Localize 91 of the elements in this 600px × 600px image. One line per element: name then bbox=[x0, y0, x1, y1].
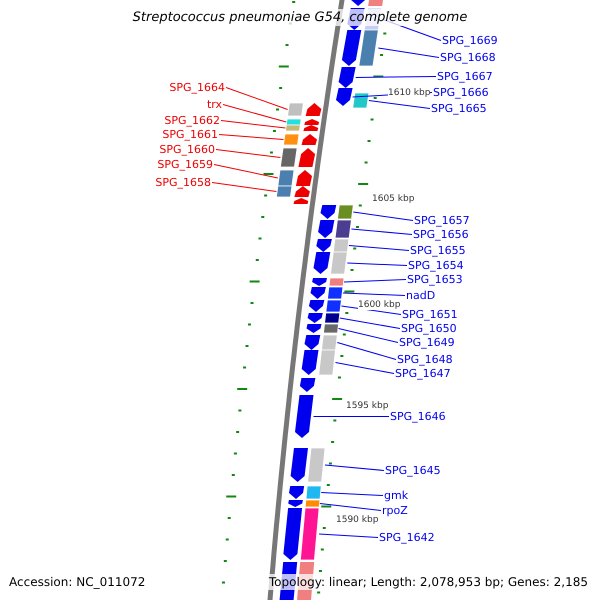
gene-feature bbox=[286, 118, 320, 126]
gene-label: SPG_1662 bbox=[164, 115, 220, 126]
gene-feature bbox=[277, 170, 312, 186]
leader-line bbox=[222, 104, 287, 122]
leader-line bbox=[378, 48, 440, 58]
gene-label: SPG_1648 bbox=[397, 354, 453, 365]
leader-line bbox=[335, 362, 394, 374]
gene-feature bbox=[336, 88, 353, 106]
gene-label: SPG_1660 bbox=[159, 144, 215, 155]
leader-line bbox=[318, 534, 378, 538]
gene-label: SPG_1668 bbox=[440, 52, 496, 63]
gene-feature bbox=[290, 448, 326, 482]
gene-feature bbox=[316, 238, 350, 252]
leader-line bbox=[339, 318, 400, 329]
gene-feature bbox=[300, 378, 316, 392]
gene-feature bbox=[294, 198, 308, 204]
gene-feature bbox=[306, 324, 339, 334]
leader-line bbox=[348, 245, 410, 251]
scale-label: 1605 kbp bbox=[372, 195, 414, 204]
scale-label: 1610 kbp bbox=[388, 89, 430, 98]
leader-line bbox=[355, 76, 436, 78]
leader-line bbox=[220, 120, 286, 128]
gene-label: SPG_1646 bbox=[390, 411, 446, 422]
gene-label: nadD bbox=[406, 290, 436, 301]
gene-feature bbox=[288, 500, 320, 508]
leader-line bbox=[342, 292, 406, 296]
leader-line bbox=[214, 164, 278, 178]
gene-feature bbox=[283, 134, 317, 146]
gene-feature bbox=[276, 186, 310, 198]
leader-line bbox=[346, 262, 408, 266]
gene-feature bbox=[304, 334, 338, 350]
gene-feature bbox=[310, 286, 344, 300]
gene-label: gmk bbox=[384, 490, 408, 501]
gene-label: SPG_1657 bbox=[414, 215, 470, 226]
gene-label: SPG_1661 bbox=[162, 129, 218, 140]
gene-label: SPG_1647 bbox=[395, 368, 451, 379]
gene-label: SPG_1651 bbox=[402, 309, 458, 320]
leader-line bbox=[338, 328, 398, 343]
leader-line bbox=[344, 279, 406, 282]
leader-line bbox=[212, 182, 277, 192]
gene-feature bbox=[312, 278, 344, 286]
gene-label: SPG_1650 bbox=[401, 323, 457, 334]
gene-feature bbox=[342, 30, 379, 66]
gene-feature bbox=[338, 67, 356, 88]
scale-label: 1600 kbp bbox=[358, 301, 400, 310]
gene-feature bbox=[308, 312, 340, 324]
accession-text: Accession: NC_011072 bbox=[9, 576, 146, 588]
leader-line bbox=[324, 464, 384, 471]
gene-label: SPG_1654 bbox=[408, 260, 464, 271]
gene-feature bbox=[318, 220, 352, 238]
leader-line bbox=[216, 149, 281, 158]
leader-line bbox=[350, 228, 412, 235]
gene-label: SPG_1656 bbox=[413, 229, 469, 240]
gene-feature bbox=[295, 395, 314, 438]
gene-label: SPG_1649 bbox=[399, 337, 455, 348]
gene-feature bbox=[284, 124, 318, 132]
gene-label: SPG_1655 bbox=[410, 245, 466, 256]
gene-feature bbox=[351, 0, 385, 6]
leader-line bbox=[319, 503, 382, 511]
gene-label: SPG_1666 bbox=[433, 87, 489, 98]
gene-feature bbox=[289, 486, 322, 500]
gene-label: SPG_1667 bbox=[437, 71, 493, 82]
gene-label: SPG_1659 bbox=[157, 159, 213, 170]
gene-feature bbox=[302, 350, 336, 376]
gene-feature bbox=[283, 508, 320, 560]
leader-line bbox=[340, 306, 402, 315]
gene-feature bbox=[314, 252, 348, 274]
leader-line bbox=[313, 416, 390, 417]
scale-label: 1595 kbp bbox=[346, 402, 388, 411]
gene-feature bbox=[280, 148, 316, 168]
leader-line bbox=[320, 492, 384, 496]
gene-label: trx bbox=[206, 99, 222, 110]
gene-label: SPG_1642 bbox=[379, 532, 435, 543]
leader-line bbox=[218, 134, 284, 140]
gene-feature bbox=[352, 92, 370, 108]
gene-label: SPG_1669 bbox=[442, 35, 498, 46]
leader-line bbox=[226, 87, 288, 110]
gene-label: SPG_1645 bbox=[385, 465, 441, 476]
gene-feature bbox=[308, 300, 342, 312]
leader-line bbox=[368, 100, 430, 109]
gene-feature bbox=[320, 204, 354, 220]
gene-label: rpoZ bbox=[382, 505, 408, 516]
gene-feature bbox=[287, 102, 322, 116]
genome-info-text: Topology: linear; Length: 2,078,953 bp; Genes: 2,185 bbox=[266, 574, 590, 590]
gene-label: SPG_1664 bbox=[169, 82, 225, 93]
gene-label: SPG_1653 bbox=[407, 274, 463, 285]
scale-label: 1590 kbp bbox=[336, 516, 378, 525]
gene-label: SPG_1665 bbox=[431, 103, 487, 114]
leader-line bbox=[352, 212, 414, 221]
gene-label: SPG_1658 bbox=[155, 177, 211, 188]
leader-line bbox=[336, 342, 396, 360]
